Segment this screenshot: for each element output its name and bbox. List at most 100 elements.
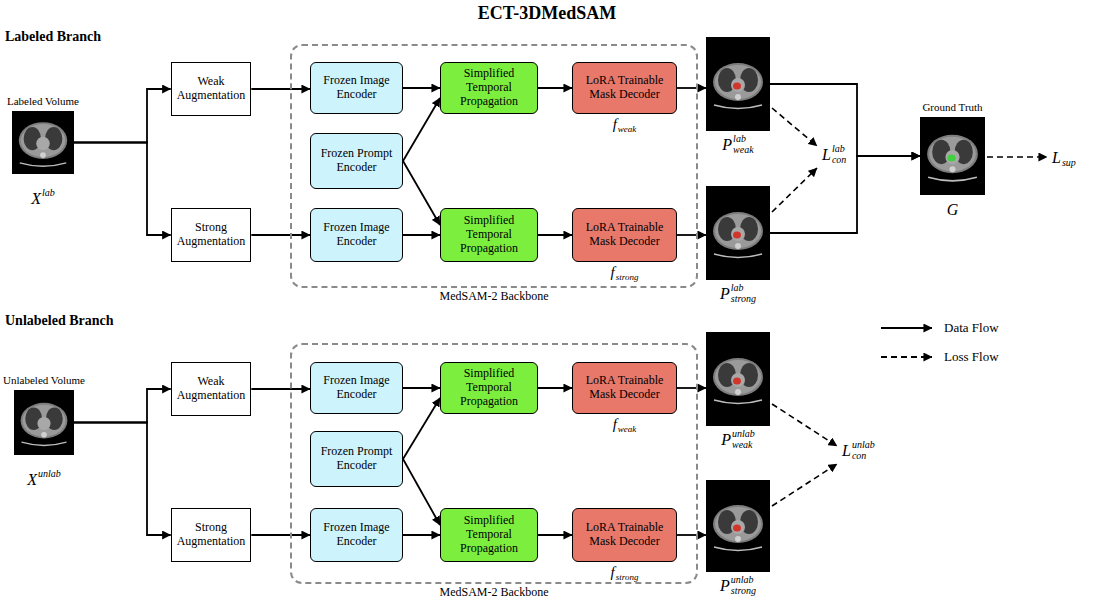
math-label: G xyxy=(947,201,959,219)
loss-arrow xyxy=(772,404,837,446)
ct-image-frame: Labeled VolumeXlab xyxy=(12,111,74,174)
prediction-mask xyxy=(733,232,741,239)
ct-background xyxy=(706,480,770,572)
decoder-box: LoRA Trainable Mask Decoderfstrong xyxy=(572,208,677,262)
loss-arrow xyxy=(987,156,1047,158)
ct-slice xyxy=(713,505,763,551)
decoder-box: LoRA Trainable Mask Decoderfstrong xyxy=(572,508,677,562)
math-base: P xyxy=(722,136,732,154)
ct-slice xyxy=(21,403,68,446)
branch-heading: Unlabeled Branch xyxy=(5,313,114,329)
region-label: MedSAM-2 Backbone xyxy=(440,289,549,304)
math-base: P xyxy=(720,285,730,303)
frozen-module-box: Frozen Image Encoder xyxy=(310,508,403,562)
box-label: Weak Augmentation xyxy=(176,75,247,103)
flow-arrow xyxy=(74,143,171,236)
flow-arrow xyxy=(538,534,572,536)
frozen-module-box: Frozen Image Encoder xyxy=(310,208,403,262)
flow-arrow xyxy=(251,234,310,236)
superscript: lab xyxy=(832,144,846,154)
ct-image-frame: Plabstrong xyxy=(706,186,770,280)
math-label: Punlabweak xyxy=(721,429,755,450)
legend-sample xyxy=(880,350,936,364)
flow-arrow xyxy=(251,88,310,90)
math-label: Xunlab xyxy=(27,469,61,490)
propagation-box: Simplified Temporal Propagation xyxy=(440,208,538,262)
math-label: Punlabstrong xyxy=(720,575,756,596)
math-label: fstrong xyxy=(611,262,639,282)
math-label: fweak xyxy=(613,414,637,434)
ct-background xyxy=(920,117,985,195)
legend-item: Data Flow xyxy=(880,320,1030,336)
box-label: Frozen Image Encoder xyxy=(315,521,398,549)
box-label: LoRA Trainable Mask Decoder xyxy=(577,521,672,549)
ct-image-frame: Unlabeled VolumeXunlab xyxy=(14,390,74,455)
flow-arrow xyxy=(403,459,440,525)
prediction-mask xyxy=(733,525,741,532)
flow-arrow xyxy=(251,388,310,390)
subscript: strong xyxy=(616,273,639,282)
flow-arrow xyxy=(74,89,171,143)
math-label: fweak xyxy=(613,114,637,134)
flow-arrow xyxy=(677,234,706,236)
math-scripts: labcon xyxy=(832,144,846,165)
legend-line xyxy=(881,356,932,358)
ct-slice xyxy=(713,63,763,109)
ct-background xyxy=(14,390,74,455)
propagation-box: Simplified Temporal Propagation xyxy=(440,362,538,414)
flow-arrow xyxy=(403,398,440,459)
augmentation-box: Strong Augmentation xyxy=(171,508,252,562)
subscript: con xyxy=(832,155,846,165)
flow-arrow xyxy=(74,389,171,423)
superscript: unlab xyxy=(732,429,755,439)
ct-image xyxy=(706,332,770,426)
box-label: Simplified Temporal Propagation xyxy=(445,367,533,408)
box-label: LoRA Trainable Mask Decoder xyxy=(577,221,672,249)
ct-image-frame: Plabweak xyxy=(706,37,770,131)
backbone-region: MedSAM-2 BackboneFrozen Image EncoderFro… xyxy=(290,343,698,584)
flow-arrow xyxy=(403,161,440,225)
ct-slice xyxy=(19,122,67,166)
math-base: L xyxy=(822,146,831,164)
box-label: Frozen Image Encoder xyxy=(315,74,398,102)
math-base: f xyxy=(611,564,615,581)
math-base: L xyxy=(842,442,851,460)
flow-arrow xyxy=(538,87,572,89)
math-label: Plabstrong xyxy=(720,283,756,304)
flow-arrow xyxy=(403,534,440,536)
math-base: L xyxy=(1052,149,1061,167)
augmentation-box: Weak Augmentation xyxy=(171,362,252,416)
ct-image-frame: Punlabstrong xyxy=(706,480,770,572)
ct-background xyxy=(12,111,74,174)
subscript: strong xyxy=(731,586,756,596)
legend-sample xyxy=(880,321,936,335)
flow-arrow xyxy=(677,534,706,536)
frozen-module-box: Frozen Prompt Encoder xyxy=(310,431,403,487)
math-base: P xyxy=(720,577,730,595)
box-label: Simplified Temporal Propagation xyxy=(445,214,533,255)
ct-image xyxy=(920,117,985,195)
math-base: G xyxy=(947,201,959,219)
math-label: Xlab xyxy=(31,188,55,209)
box-label: LoRA Trainable Mask Decoder xyxy=(577,374,672,402)
math-base: P xyxy=(721,431,731,449)
decoder-box: LoRA Trainable Mask Decoderfweak xyxy=(572,62,677,114)
flow-arrow xyxy=(677,87,706,89)
box-label: LoRA Trainable Mask Decoder xyxy=(577,74,672,102)
box-label: Simplified Temporal Propagation xyxy=(445,67,533,108)
ct-image-frame: Punlabweak xyxy=(706,332,770,426)
flow-arrow xyxy=(251,534,310,536)
superscript: unlab xyxy=(852,440,875,450)
subscript: sup xyxy=(1062,158,1076,168)
ct-background xyxy=(706,37,770,131)
frozen-module-box: Frozen Image Encoder xyxy=(310,362,403,414)
math-label: Lunlabcon xyxy=(842,440,875,461)
box-label: Frozen Image Encoder xyxy=(315,221,398,249)
flow-arrow xyxy=(538,387,572,389)
box-label: Frozen Prompt Encoder xyxy=(315,147,398,175)
math-scripts: unlabweak xyxy=(732,429,755,450)
superscript: unlab xyxy=(38,469,61,479)
subscript: weak xyxy=(618,125,637,134)
flow-arrow xyxy=(770,84,920,156)
